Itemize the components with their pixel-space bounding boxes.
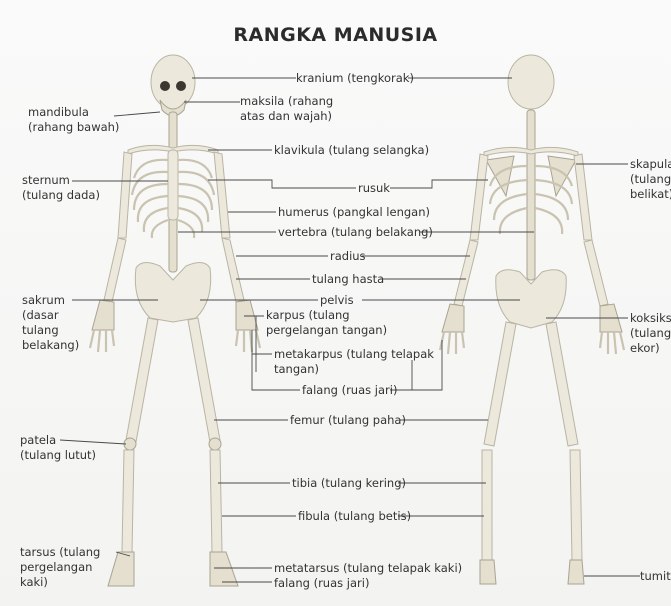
back-skeleton: [440, 55, 624, 584]
front-sternum: [168, 150, 178, 220]
label-rusuk: rusuk: [358, 181, 390, 196]
label-metakarpus: metakarpus (tulang telapak tangan): [274, 347, 434, 377]
label-tibia: tibia (tulang kering): [292, 476, 406, 491]
front-femur-right: [188, 318, 220, 442]
front-hand-left: [90, 300, 114, 352]
front-forearm-right: [222, 238, 244, 302]
front-skull: [151, 55, 195, 109]
back-hand-left: [440, 304, 464, 354]
front-humerus-left: [118, 152, 132, 238]
label-radius: radius: [330, 249, 366, 264]
front-femur-left: [126, 318, 158, 442]
back-humerus-right: [574, 154, 592, 240]
front-humerus-right: [214, 152, 230, 238]
label-falang-kaki: falang (ruas jari): [274, 576, 369, 591]
front-foot-left: [108, 552, 134, 586]
label-kranium: kranium (tengkorak): [296, 71, 414, 86]
label-karpus: karpus (tulang pergelangan tangan): [266, 308, 387, 338]
front-patella-right: [209, 438, 221, 450]
back-forearm-right: [584, 240, 608, 306]
back-hand-right: [600, 304, 624, 354]
front-foot-right: [210, 552, 238, 586]
label-patela: patela (tulang lutut): [20, 433, 96, 463]
back-foot-left: [480, 560, 496, 584]
label-sakrum: sakrum (dasar tulang belakang): [22, 293, 79, 353]
label-sternum: sternum (tulang dada): [22, 173, 100, 203]
label-maksila: maksila (rahang atas dan wajah): [240, 94, 333, 124]
back-femur-left: [484, 322, 516, 446]
back-femur-right: [546, 322, 578, 446]
label-koksiks: koksiks (tulang ekor): [630, 311, 671, 356]
label-fibula: fibula (tulang betis): [298, 509, 411, 524]
back-foot-right: [568, 560, 584, 584]
label-tarsus: tarsus (tulang pergelangan kaki): [20, 545, 100, 590]
label-vertebra: vertebra (tulang belakang): [278, 225, 433, 240]
label-tumit: tumit: [640, 569, 671, 584]
back-tibia-left: [482, 450, 492, 560]
back-scapula-right: [548, 156, 576, 196]
front-eye-left: [160, 81, 170, 91]
label-klavikula: klavikula (tulang selangka): [274, 143, 429, 158]
label-tulang-hasta: tulang hasta: [312, 272, 384, 287]
front-forearm-left: [104, 238, 126, 302]
front-tibia-right: [210, 450, 222, 552]
label-humerus: humerus (pangkal lengan): [278, 205, 430, 220]
label-mandibula: mandibula (rahang bawah): [28, 105, 119, 135]
back-scapula-left: [486, 156, 514, 196]
label-femur: femur (tulang paha): [290, 413, 406, 428]
back-humerus-left: [470, 154, 488, 240]
page-title: RANGKA MANUSIA: [0, 24, 671, 46]
front-eye-right: [176, 81, 186, 91]
back-skull: [508, 55, 554, 109]
label-skapula: skapula (tulang belikat): [630, 157, 671, 202]
back-spine: [527, 110, 535, 280]
label-pelvis: pelvis: [320, 293, 354, 308]
back-forearm-left: [454, 240, 478, 306]
front-tibia-left: [122, 450, 134, 552]
label-falang-jari: falang (ruas jari): [302, 383, 397, 398]
back-tibia-right: [570, 450, 582, 560]
label-metatarsus: metatarsus (tulang telapak kaki): [274, 561, 462, 576]
